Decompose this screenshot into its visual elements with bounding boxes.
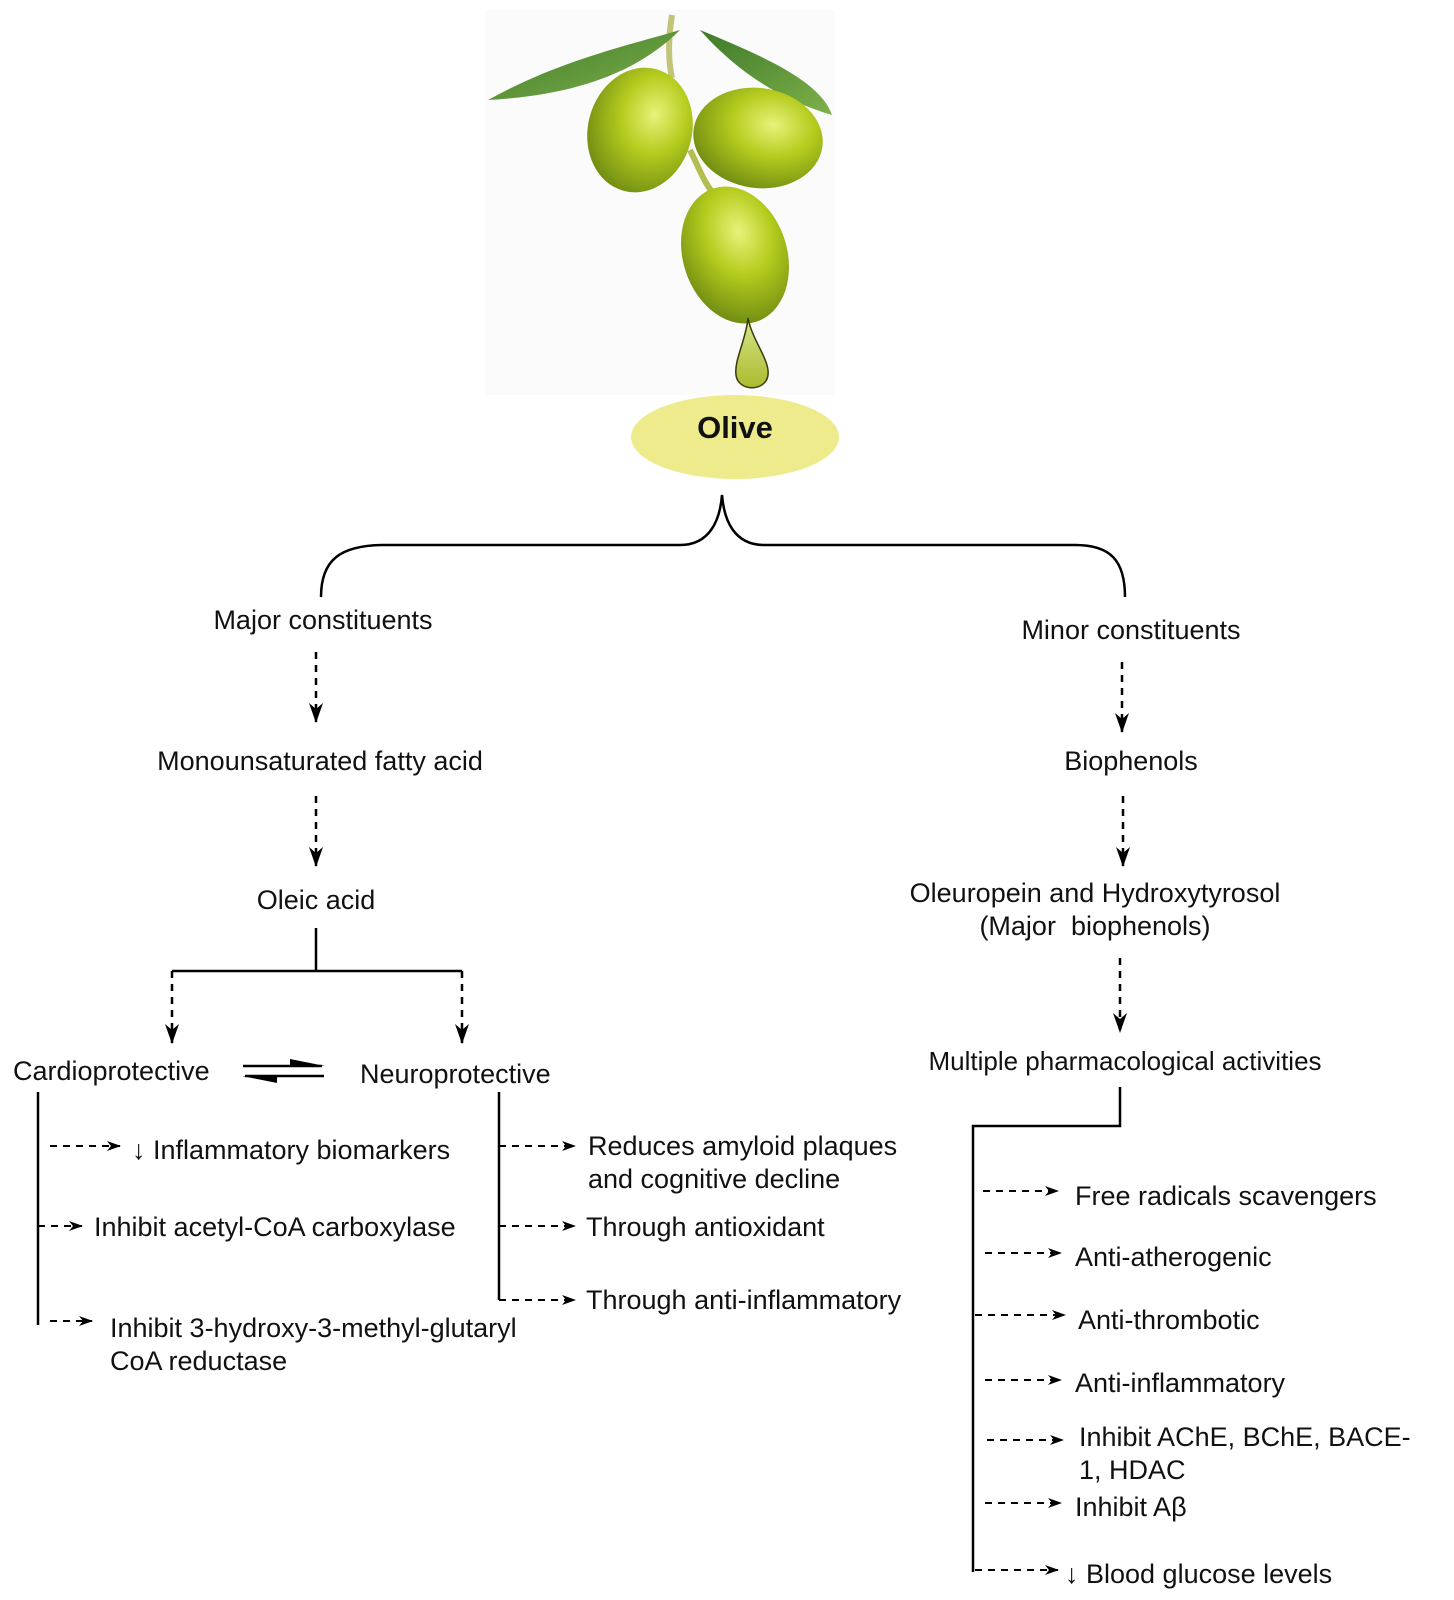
activity-2: Anti-atherogenic	[1075, 1242, 1272, 1272]
cardio-effect-3: Inhibit 3-hydroxy-3-methyl-glutaryl CoA …	[110, 1313, 517, 1376]
neuro-effect-3: Through anti-inflammatory	[586, 1285, 902, 1315]
biophenols-label: Biophenols	[1064, 746, 1198, 776]
olive-branch-illustration	[485, 10, 835, 395]
olive-fruit-1	[587, 67, 693, 193]
activity-7: ↓ Blood glucose levels	[1065, 1559, 1333, 1589]
neuro-effect-1: Reduces amyloid plaques and cognitive de…	[588, 1131, 898, 1194]
minor-constituents-label: Minor constituents	[1021, 615, 1241, 645]
root-label: Olive	[697, 410, 773, 445]
neuro-effect-2: Through antioxidant	[586, 1212, 825, 1242]
olive-leaf-left	[488, 30, 680, 100]
mufa-label: Monounsaturated fatty acid	[157, 746, 483, 776]
equilibrium-arrows-icon	[242, 1059, 325, 1083]
olive-leaf-right	[700, 30, 832, 115]
activity-6: Inhibit Aβ	[1075, 1492, 1187, 1522]
major-constituents-label: Major constituents	[213, 605, 433, 635]
illustration-background	[485, 10, 835, 395]
activity-1: Free radicals scavengers	[1075, 1181, 1377, 1211]
branch-brace	[319, 494, 1127, 598]
olive-fruit-3	[681, 186, 789, 324]
oil-drop	[735, 317, 769, 389]
olive-stem	[666, 14, 675, 79]
cardio-effect-2: Inhibit acetyl-CoA carboxylase	[94, 1212, 456, 1242]
activity-4: Anti-inflammatory	[1075, 1368, 1286, 1398]
activity-5: Inhibit AChE, BChE, BACE- 1, HDAC	[1079, 1422, 1411, 1485]
activities-trunk	[971, 1087, 1122, 1572]
oleuropein-label: Oleuropein and Hydroxytyrosol (Major bio…	[909, 878, 1281, 941]
pharmacological-activities-label: Multiple pharmacological activities	[928, 1046, 1322, 1076]
oleic-acid-label: Oleic acid	[256, 885, 376, 915]
cardioprotective-label: Cardioprotective	[13, 1056, 210, 1086]
neuroprotective-label: Neuroprotective	[360, 1059, 551, 1089]
olive-root-node	[631, 395, 839, 479]
cardio-effect-1: ↓ Inflammatory biomarkers	[132, 1135, 451, 1165]
activity-3: Anti-thrombotic	[1078, 1305, 1260, 1335]
olive-fruit-2	[693, 87, 823, 189]
